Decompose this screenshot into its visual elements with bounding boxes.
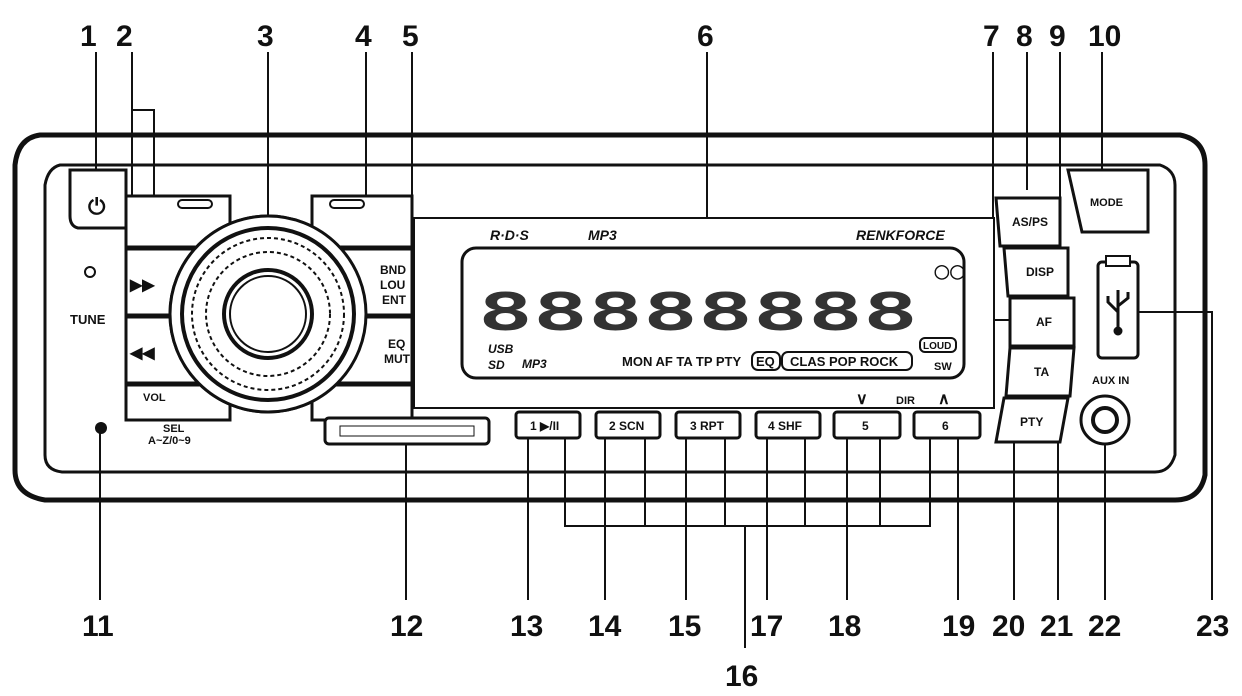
as-ps-button[interactable] — [994, 196, 1062, 248]
reset-hole[interactable] — [95, 422, 107, 434]
callout-4: 4 — [355, 20, 372, 53]
disp-button[interactable] — [1002, 246, 1070, 298]
disp-label: DISP — [1026, 265, 1054, 279]
brand-logo: RENKFORCE — [856, 227, 945, 243]
lcd-segments: 88888888 — [478, 283, 918, 343]
af-button[interactable] — [1008, 296, 1076, 348]
az-label: A~Z/0~9 — [148, 435, 191, 447]
power-button[interactable] — [68, 168, 128, 230]
mp3-logo-top: MP3 — [588, 227, 617, 243]
svg-text:LOU: LOU — [380, 278, 405, 292]
bnd-lou-ent-button[interactable]: BND LOU ENT — [380, 263, 407, 307]
dir-down-icon: ∨ — [856, 391, 868, 408]
loud-indicator: LOUD — [923, 341, 951, 352]
dir-up-icon: ∧ — [938, 391, 950, 408]
callout-19: 19 — [942, 610, 975, 643]
callout-7: 7 — [983, 20, 1000, 53]
callout-2: 2 — [116, 20, 133, 53]
faceplate-inner-frame — [43, 163, 1177, 474]
tune-label: TUNE — [70, 312, 106, 327]
vol-label: VOL — [143, 392, 166, 404]
preset-5-label: 5 — [862, 419, 869, 433]
power-icon: ⏻ — [88, 194, 106, 219]
sw-indicator: SW — [934, 361, 952, 373]
volume-knob-face — [168, 214, 368, 414]
right-indicator-slot — [329, 199, 365, 209]
callout-20: 20 — [992, 610, 1025, 643]
callout-5: 5 — [402, 20, 419, 53]
callout-18: 18 — [828, 610, 861, 643]
lcd-screen — [460, 246, 966, 380]
svg-text:MUT: MUT — [384, 352, 411, 366]
callout-21: 21 — [1040, 610, 1073, 643]
callout-16: 16 — [725, 660, 758, 693]
leader-lines — [95, 52, 1213, 648]
mp3-indicator: MP3 — [522, 357, 547, 371]
eq-modes: CLAS POP ROCK — [790, 354, 899, 369]
callout-23: 23 — [1196, 610, 1229, 643]
dir-label: DIR — [896, 395, 915, 407]
next-button[interactable]: ▶▶ — [129, 277, 155, 294]
callout-3: 3 — [257, 20, 274, 53]
card-slot[interactable] — [323, 416, 491, 446]
card-slot-inner — [339, 425, 475, 437]
callout-1: 1 — [80, 20, 97, 53]
preset-4-label: 4 SHF — [768, 419, 802, 433]
loud-indicator-frame — [919, 337, 957, 353]
callout-17: 17 — [750, 610, 783, 643]
sel-label: SEL — [163, 423, 185, 435]
eq-indicator: EQ — [756, 354, 775, 369]
preset-3-button[interactable] — [674, 410, 742, 440]
aux-in-jack-inner — [1091, 406, 1119, 434]
svg-text:EQ: EQ — [388, 337, 405, 351]
callout-11: 11 — [82, 610, 114, 643]
eq-mut-button[interactable]: EQ MUT — [384, 337, 411, 366]
preset-3-label: 3 RPT — [690, 419, 725, 433]
callout-14: 14 — [588, 610, 622, 643]
callout-10: 10 — [1088, 20, 1121, 53]
eq-indicator-frame — [751, 351, 781, 371]
preset-1-button[interactable] — [514, 410, 582, 440]
eq-modes-frame — [781, 351, 913, 371]
left-indicator-slot — [177, 199, 213, 209]
callout-12: 12 — [390, 610, 423, 643]
pty-label: PTY — [1020, 415, 1043, 429]
preset-4-button[interactable] — [754, 410, 822, 440]
preset-6-label: 6 — [942, 419, 949, 433]
preset-2-button[interactable] — [594, 410, 662, 440]
aux-in-label: AUX IN — [1092, 375, 1129, 387]
preset-2-label: 2 SCN — [609, 419, 644, 433]
rds-logo: R·D·S — [490, 227, 530, 243]
ta-button[interactable] — [1004, 346, 1076, 398]
usb-icon — [1106, 290, 1130, 336]
preset-1-label: 1 ▶/II — [530, 419, 559, 433]
ta-label: TA — [1034, 365, 1049, 379]
mode-button[interactable] — [1066, 168, 1150, 234]
lcd-stereo-icon: ◯◯ — [934, 263, 966, 280]
callout-6: 6 — [697, 20, 714, 53]
prev-button[interactable]: ◀◀ — [129, 345, 155, 362]
sd-indicator: SD — [488, 358, 505, 372]
faceplate-outer-frame — [12, 132, 1208, 503]
pty-button[interactable] — [994, 396, 1070, 444]
tune-indicator — [84, 266, 96, 278]
rds-indicators: MON AF TA TP PTY — [622, 354, 741, 369]
callout-13: 13 — [510, 610, 543, 643]
callout-labels: 1 2 3 4 5 6 7 8 9 10 11 12 13 14 15 16 1… — [80, 20, 1229, 693]
svg-text:BND: BND — [380, 263, 406, 277]
mode-label: MODE — [1090, 197, 1123, 209]
svg-text:ENT: ENT — [382, 293, 407, 307]
callout-22: 22 — [1088, 610, 1121, 643]
af-label: AF — [1036, 315, 1052, 329]
callout-15: 15 — [668, 610, 701, 643]
callout-8: 8 — [1016, 20, 1033, 53]
preset-6-button[interactable] — [912, 410, 982, 440]
preset-5-button[interactable] — [832, 410, 902, 440]
usb-indicator: USB — [488, 342, 514, 356]
as-ps-label: AS/PS — [1012, 215, 1048, 229]
callout-9: 9 — [1049, 20, 1066, 53]
